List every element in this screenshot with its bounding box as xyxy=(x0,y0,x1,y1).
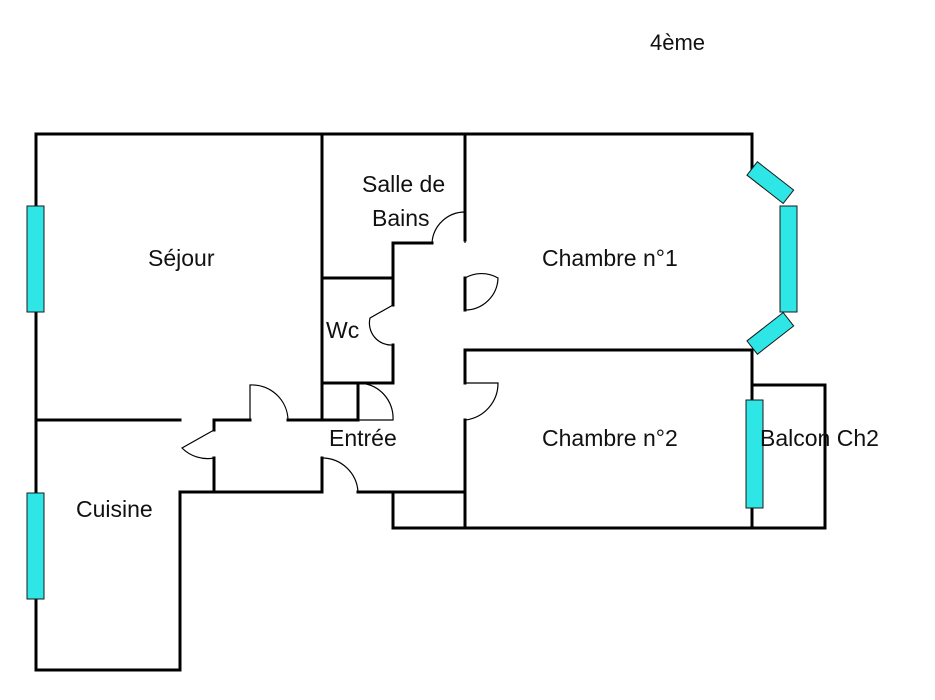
floor-label: 4ème xyxy=(650,30,705,55)
door-sejour xyxy=(249,384,289,421)
room-label-sejour: Séjour xyxy=(148,245,215,271)
door-chambre2 xyxy=(464,382,499,421)
door-cuisine xyxy=(181,429,215,460)
window-chambre1-center xyxy=(779,205,798,313)
labels: 4ème Séjour Salle de Bains Chambre n°1 W… xyxy=(76,30,879,522)
window-sejour xyxy=(26,205,45,313)
door-entree-small xyxy=(357,382,394,421)
door-salle-de-bains xyxy=(431,211,466,244)
window-chambre2 xyxy=(745,399,764,509)
walls xyxy=(34,132,827,672)
room-label-salle-de-bains-1: Salle de xyxy=(362,171,445,197)
room-label-wc: Wc xyxy=(326,317,359,343)
room-label-balcon: Balcon Ch2 xyxy=(760,425,879,451)
room-label-chambre2: Chambre n°2 xyxy=(542,425,678,451)
door-wc xyxy=(368,304,394,346)
window-cuisine xyxy=(26,492,45,600)
room-label-chambre1: Chambre n°1 xyxy=(542,245,678,271)
window-chambre1-top xyxy=(746,161,795,205)
door-entree-main xyxy=(321,457,359,493)
window-chambre1-bottom xyxy=(746,311,795,355)
windows xyxy=(26,161,798,600)
room-label-entree: Entrée xyxy=(329,425,397,451)
door-chambre1 xyxy=(464,272,499,311)
room-label-salle-de-bains-2: Bains xyxy=(372,205,430,231)
doors xyxy=(181,211,499,493)
room-label-cuisine: Cuisine xyxy=(76,496,153,522)
